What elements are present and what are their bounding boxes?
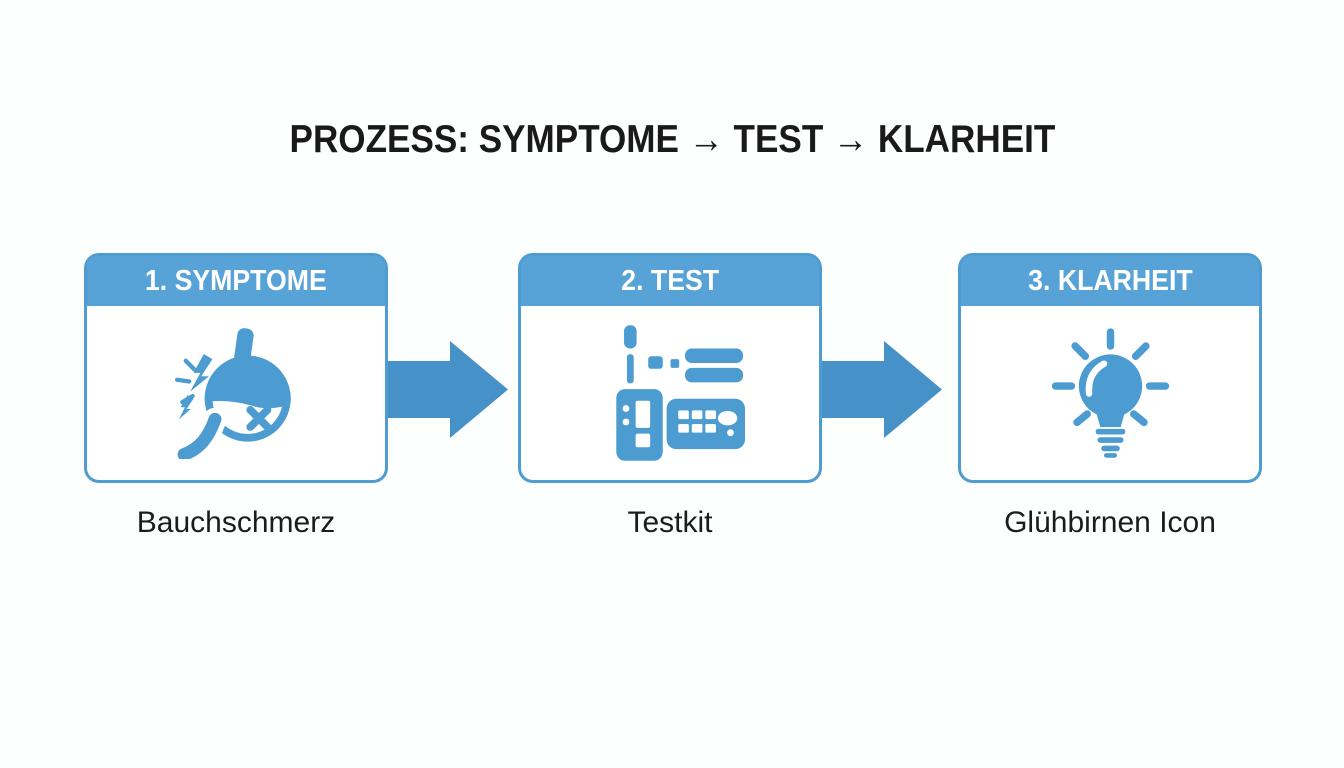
step-card-klarheit-header-label: 3. KLARHEIT (1027, 264, 1193, 297)
caption-testkit: Testkit (627, 506, 713, 539)
caption-bauchschmerz: Bauchschmerz (136, 506, 336, 539)
stomach-pain-icon (171, 327, 291, 459)
step-card-symptome-body (87, 306, 385, 480)
right-arrow-icon (388, 341, 508, 438)
page-title: PROZESS: SYMPTOME → TEST → KLARHEIT (0, 118, 1344, 162)
step-card-test-header: 2. TEST (521, 256, 819, 306)
step-card-test-header-label: 2. TEST (621, 264, 719, 297)
lightbulb-icon (1051, 327, 1169, 458)
right-arrow-icon (822, 341, 942, 438)
step-card-klarheit: 3. KLARHEIT (958, 253, 1262, 483)
step-card-test: 2. TEST (518, 253, 822, 483)
step-card-klarheit-body (961, 306, 1259, 480)
step-card-symptome-header-label: 1. SYMPTOME (145, 264, 327, 297)
page-title-text: PROZESS: SYMPTOME → TEST → KLARHEIT (289, 118, 1055, 161)
caption-gluehbirne: Glühbirnen Icon (1004, 506, 1216, 539)
step-card-test-body (521, 306, 819, 480)
step-card-klarheit-header: 3. KLARHEIT (961, 256, 1259, 306)
step-card-symptome-header: 1. SYMPTOME (87, 256, 385, 306)
step-card-symptome: 1. SYMPTOME (84, 253, 388, 483)
test-kit-icon (616, 325, 745, 461)
